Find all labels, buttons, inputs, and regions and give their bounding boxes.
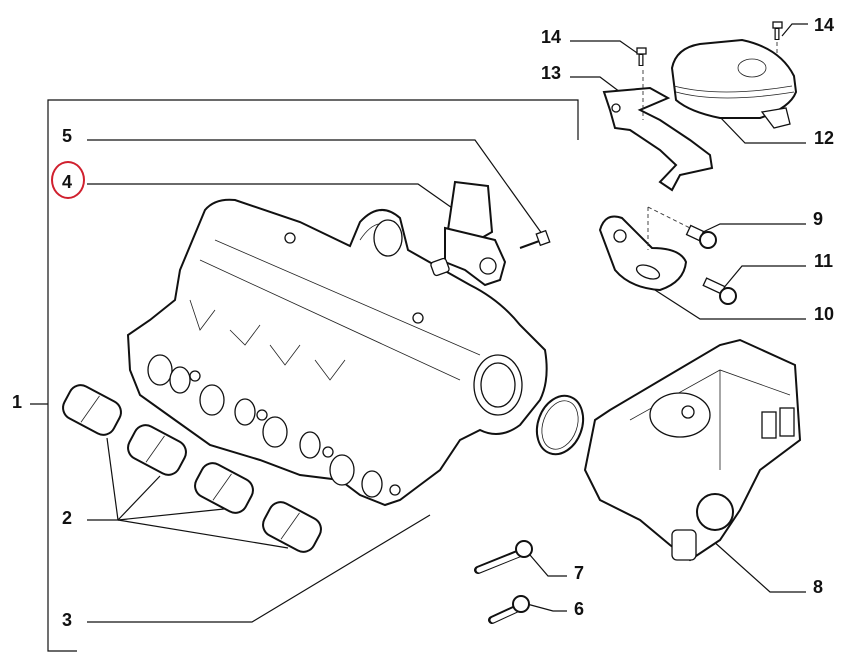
- callout-4: 4: [62, 172, 73, 192]
- callout-8: 8: [813, 577, 824, 597]
- callout-2: 2: [62, 508, 73, 528]
- leader-lines: [87, 23, 808, 623]
- leader-line-2d: [117, 519, 289, 549]
- callout-6: 6: [574, 599, 585, 619]
- callout-12: 12: [814, 128, 835, 148]
- leader-line-12: [717, 114, 806, 144]
- leader-line-3: [87, 514, 431, 623]
- engine-cover-12: [670, 38, 798, 129]
- leader-line-4: [87, 183, 456, 211]
- bolt-7: [474, 540, 533, 574]
- callout-5: 5: [62, 126, 73, 146]
- throttle-body: [583, 338, 802, 562]
- leader-line-10: [654, 289, 806, 320]
- callout-3: 3: [62, 610, 73, 630]
- throttle-seal-ring: [535, 394, 585, 456]
- callout-9: 9: [813, 209, 824, 229]
- leader-line-14b: [781, 23, 808, 37]
- screw-14a: [636, 47, 647, 66]
- leader-line-5: [87, 139, 546, 239]
- callout-14b: 14: [814, 15, 835, 35]
- callout-1: 1: [12, 392, 23, 412]
- assembly-bracket: [30, 99, 579, 652]
- callout-11: 11: [814, 251, 834, 271]
- leader-line-6: [526, 603, 567, 612]
- manifold-ports: [147, 354, 401, 498]
- intake-manifold: [126, 198, 548, 507]
- callout-4-highlight-circle: [51, 161, 85, 199]
- callout-10: 10: [814, 304, 835, 324]
- callout-13: 13: [541, 63, 562, 83]
- map-sensor: [430, 180, 507, 287]
- callout-14a: 14: [541, 27, 562, 47]
- leader-line-2: [87, 437, 119, 521]
- leader-line-2c: [117, 508, 225, 521]
- leader-line-7: [529, 554, 567, 577]
- screw-5: [519, 229, 551, 249]
- leader-line-9: [702, 223, 806, 233]
- support-bracket-10: [598, 206, 691, 292]
- leader-line-11: [721, 265, 806, 291]
- bolt-6: [488, 595, 530, 624]
- leader-line-2b: [117, 475, 161, 521]
- manifold-gaskets: [62, 384, 322, 553]
- leader-line-13: [570, 76, 621, 93]
- screw-11: [702, 277, 737, 305]
- screw-9: [685, 224, 717, 249]
- cover-bracket-13: [602, 70, 714, 192]
- leader-line-14a: [570, 40, 641, 56]
- leader-line-8: [711, 539, 806, 593]
- callout-7: 7: [574, 563, 585, 583]
